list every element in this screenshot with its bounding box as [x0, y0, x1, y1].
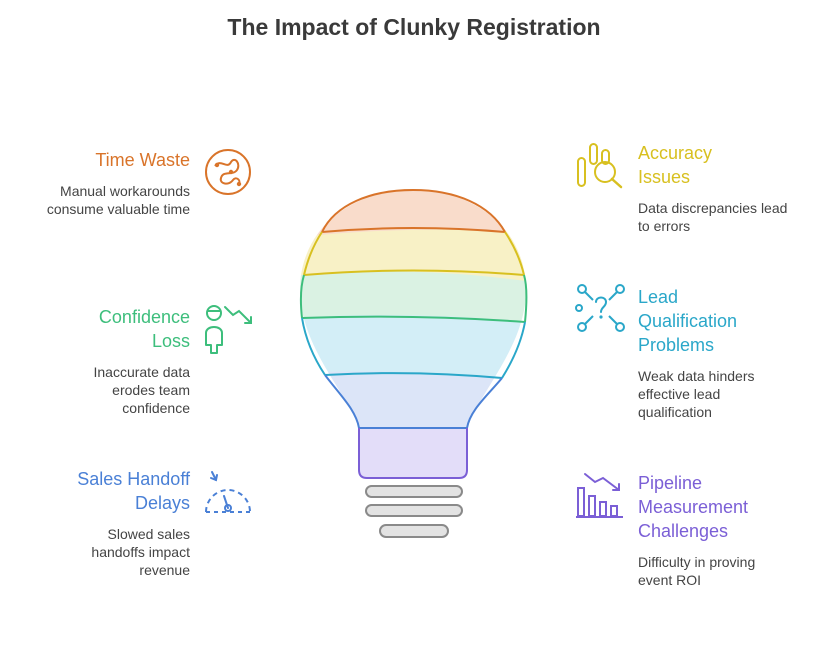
item-accuracy-issues: Accuracy Issues Data discrepancies lead …: [638, 141, 788, 235]
item-description: Manual workarounds consume valuable time: [46, 183, 190, 217]
bulb-segment-confidence: [300, 271, 526, 325]
item-heading: Time Waste: [95, 150, 190, 170]
question-network-icon: [575, 284, 625, 332]
item-description: Difficulty in proving event ROI: [638, 554, 756, 588]
item-description: Inaccurate data erodes team confidence: [93, 364, 190, 416]
magnifier-chart-icon: [577, 143, 623, 189]
declining-bars-icon: [576, 473, 623, 518]
bulb-segment-lead: [300, 314, 526, 382]
item-sales-handoff: Sales Handoff Delays Slowed sales handof…: [0, 467, 190, 579]
item-confidence-loss: Confidence Loss Inaccurate data erodes t…: [0, 305, 190, 417]
item-pipeline-measurement: Pipeline Measurement Challenges Difficul…: [638, 471, 788, 589]
tangled-path-icon: [205, 149, 251, 195]
item-heading: Confidence Loss: [98, 307, 190, 351]
item-heading: Accuracy Issues: [638, 143, 713, 187]
bulb-base-ring: [365, 485, 463, 498]
item-heading: Sales Handoff Delays: [77, 469, 190, 513]
item-description: Weak data hinders effective lead qualifi…: [638, 368, 755, 420]
item-heading: Pipeline Measurement Challenges: [638, 473, 749, 541]
item-lead-qualification: Lead Qualification Problems Weak data hi…: [638, 285, 768, 421]
item-description: Slowed sales handoffs impact revenue: [91, 526, 190, 578]
bulb-base-ring: [365, 504, 463, 517]
bulb-base-tip: [379, 524, 449, 538]
item-description: Data discrepancies lead to errors: [638, 200, 788, 234]
person-decline-icon: [205, 305, 252, 354]
item-time-waste: Time Waste Manual workarounds consume va…: [0, 148, 190, 218]
page-title: The Impact of Clunky Registration: [227, 14, 601, 40]
bulb-segment-sales: [300, 371, 526, 430]
item-heading: Lead Qualification Problems: [638, 287, 738, 355]
gauge-icon: [205, 471, 251, 513]
